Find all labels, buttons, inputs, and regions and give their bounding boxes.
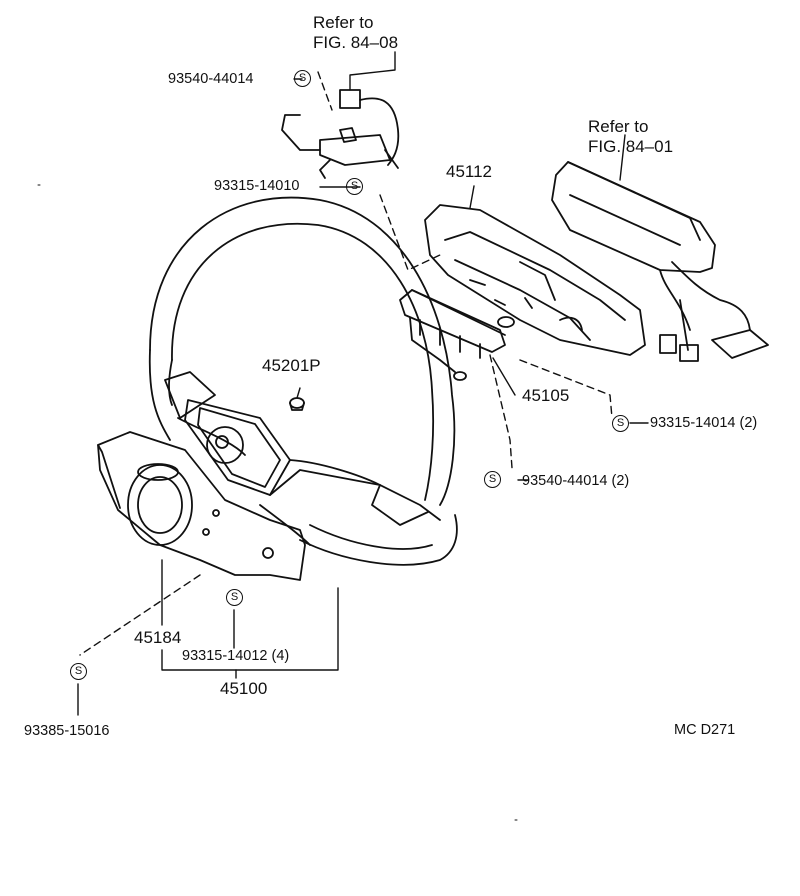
fastener-label-93385-15016: 93385-15016: [24, 723, 110, 739]
module-assembly-shape: [551, 161, 769, 362]
part-label-45105: 45105: [522, 386, 570, 405]
steering-wheel-spokes: [164, 371, 441, 546]
part-label-45112: 45112: [446, 162, 493, 181]
s-symbol-icon: S: [612, 415, 629, 432]
horn-pad-45112-shape: [424, 204, 646, 356]
scan-specks: [37, 184, 518, 821]
s-symbol-icon: S: [294, 70, 311, 87]
part-label-45100: 45100: [220, 679, 268, 698]
fastener-label-93540-44014-top: 93540-44014: [168, 71, 254, 87]
steering-wheel-rim: [148, 196, 458, 566]
s-symbol-icon: S: [226, 589, 243, 606]
nut-45201p-shape: [289, 397, 305, 411]
s-symbol-icon: S: [484, 471, 501, 488]
ref-right-line2: FIG. 84–01: [588, 137, 674, 156]
switch-assembly-shape: [281, 89, 400, 179]
part-label-45184: 45184: [134, 628, 182, 647]
ref-right-line1: Refer to: [588, 117, 649, 136]
fastener-label-93315-14010: 93315-14010: [214, 178, 300, 194]
fastener-label-93315-14012: 93315-14012 (4): [182, 648, 290, 664]
horn-contact-45105-shape: [399, 289, 515, 381]
dashed-leaders: [79, 71, 613, 656]
ref-top-line1: Refer to: [313, 13, 374, 32]
s-symbol-icon: S: [346, 178, 363, 195]
diagram-code: MC D271: [674, 722, 736, 738]
rear-cover-45184-shape: [97, 431, 306, 581]
ref-top-line2: FIG. 84–08: [313, 33, 399, 52]
fastener-label-93540-44014-bottom: 93540-44014 (2): [522, 473, 630, 489]
s-symbol-icon: S: [70, 663, 87, 680]
solid-leaders: [77, 51, 649, 716]
fastener-label-93315-14014: 93315-14014 (2): [650, 415, 758, 431]
part-label-45201p: 45201P: [262, 356, 321, 375]
